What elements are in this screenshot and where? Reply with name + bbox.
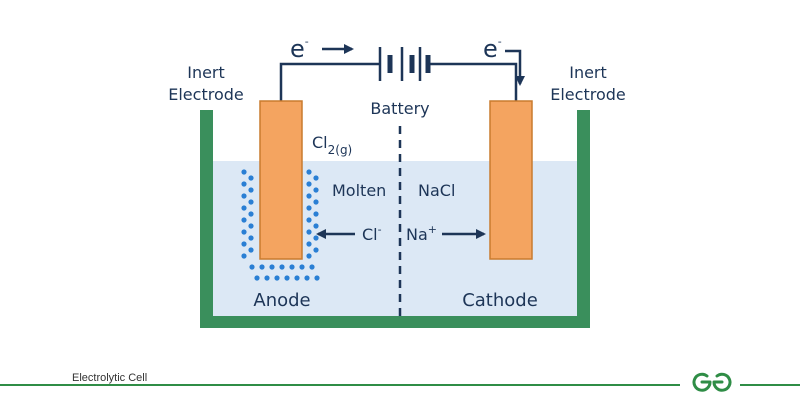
chloride-ion-dot — [294, 275, 300, 281]
chloride-ion-dot — [241, 205, 247, 211]
chloride-ion-cloud — [241, 169, 320, 281]
chloride-ion-dot — [241, 217, 247, 223]
chloride-ion-dot — [313, 223, 319, 229]
sodium-ion-label: Na+ — [406, 223, 437, 244]
chloride-ion-dot — [313, 247, 319, 253]
cathode-electrode — [489, 100, 533, 260]
chloride-ion-dot — [306, 193, 312, 199]
right-electrode-label-line2: Electrode — [550, 85, 625, 104]
left-electrode-label-line2: Electrode — [168, 85, 243, 104]
chloride-ion-dot — [306, 181, 312, 187]
gfg-logo-icon — [692, 372, 732, 392]
chloride-ion-dot — [248, 235, 254, 241]
chloride-ion-label: Cl- — [362, 223, 382, 244]
chloride-ion-dot — [306, 169, 312, 175]
chloride-ion-dot — [248, 199, 254, 205]
electron-label-right: e- — [483, 35, 502, 63]
chloride-ion-dot — [306, 205, 312, 211]
footer-bar: Electrolytic Cell — [0, 368, 800, 396]
wire-right — [428, 62, 518, 101]
chloride-ion-dot — [241, 181, 247, 187]
chloride-ion-dot — [248, 187, 254, 193]
chloride-ion-dot — [248, 223, 254, 229]
chloride-ion-dot — [241, 169, 247, 175]
wire-left — [279, 62, 380, 101]
anode-label: Anode — [253, 290, 310, 311]
chloride-ion-dot — [241, 229, 247, 235]
chloride-ion-dot — [254, 275, 260, 281]
chloride-ion-dot — [313, 175, 319, 181]
chloride-ion-dot — [309, 264, 315, 270]
anode-electrode — [259, 100, 303, 260]
chloride-ion-dot — [313, 199, 319, 205]
chloride-ion-dot — [306, 229, 312, 235]
chlorine-gas-label: Cl2(g) — [312, 133, 352, 157]
molten-label: Molten — [332, 181, 386, 200]
chloride-ion-dot — [306, 253, 312, 259]
chloride-ion-dot — [284, 275, 290, 281]
chloride-ion-dot — [248, 175, 254, 181]
chloride-ion-dot — [249, 264, 255, 270]
chloride-ion-dot — [264, 275, 270, 281]
chloride-ion-dot — [314, 275, 320, 281]
chloride-ion-dot — [313, 211, 319, 217]
footer-divider — [0, 384, 800, 386]
chloride-ion-dot — [313, 187, 319, 193]
chloride-ion-dot — [274, 275, 280, 281]
right-electrode-label-line1: Inert — [569, 63, 607, 82]
chloride-ion-dot — [248, 247, 254, 253]
chloride-ion-dot — [248, 211, 254, 217]
chloride-ion-dot — [304, 275, 310, 281]
chloride-ion-dot — [241, 253, 247, 259]
chloride-ion-dot — [259, 264, 265, 270]
chloride-ion-dot — [269, 264, 275, 270]
battery-icon — [378, 47, 431, 81]
battery-label: Battery — [370, 99, 429, 118]
chloride-ion-dot — [241, 241, 247, 247]
chloride-ion-dot — [289, 264, 295, 270]
chloride-ion-dot — [241, 193, 247, 199]
nacl-label: NaCl — [418, 181, 455, 200]
left-electrode-label-line1: Inert — [187, 63, 225, 82]
chloride-ion-dot — [279, 264, 285, 270]
electron-label-left: e- — [290, 35, 309, 63]
chloride-ion-dot — [306, 241, 312, 247]
chloride-ion-dot — [306, 217, 312, 223]
chloride-ion-dot — [313, 235, 319, 241]
cathode-label: Cathode — [462, 290, 538, 311]
figure-caption: Electrolytic Cell — [72, 372, 152, 384]
chloride-ion-dot — [299, 264, 305, 270]
electron-flow-arrow-right — [505, 49, 525, 86]
